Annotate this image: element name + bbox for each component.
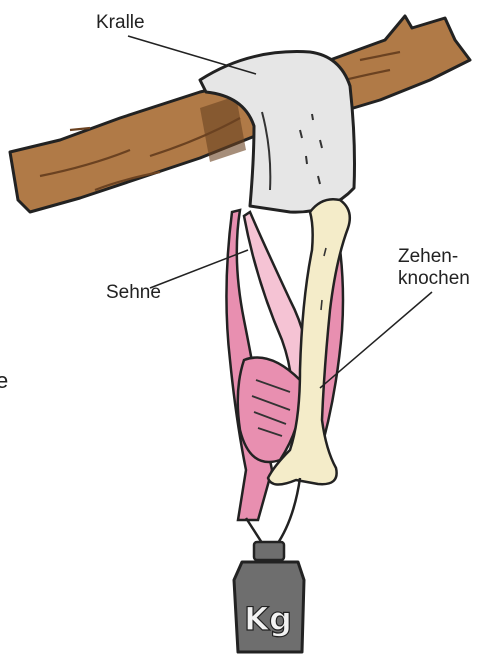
weight-kg-text: Kg — [244, 600, 292, 638]
weight: Kg — [234, 542, 304, 652]
edge-text-fragment: e — [0, 370, 8, 392]
branch — [10, 16, 470, 212]
kralle-leader — [128, 36, 256, 74]
label-zehenknochen-line1: Zehen- — [398, 246, 458, 268]
label-sehne: Sehne — [106, 282, 161, 304]
label-zehenknochen-line2: knochen — [398, 268, 470, 290]
label-kralle: Kralle — [96, 12, 145, 34]
